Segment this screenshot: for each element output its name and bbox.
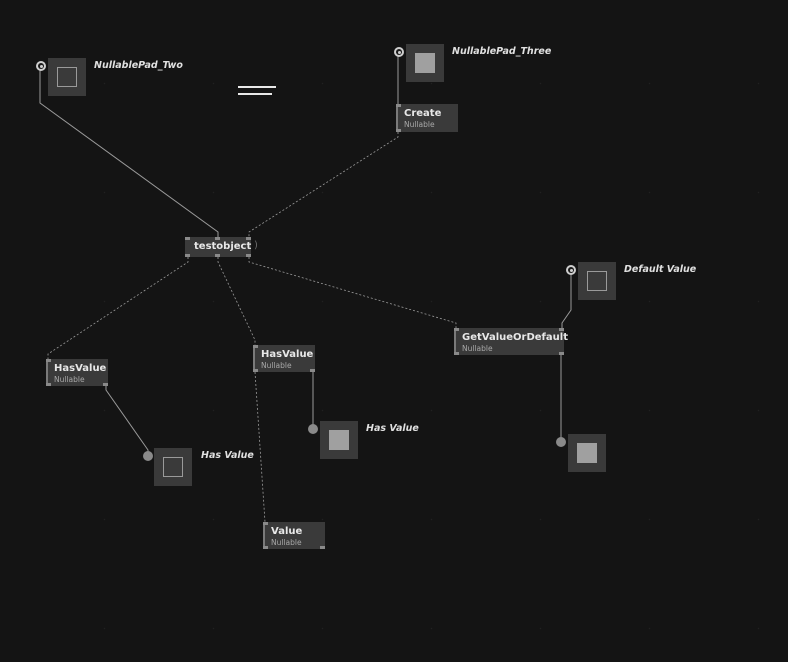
getvalue-output-socket[interactable] [556, 437, 566, 447]
testobject-output-pin-1[interactable] [185, 254, 190, 257]
create-node-title: Create [404, 108, 442, 119]
value-node[interactable]: Value Nullable [263, 522, 325, 549]
testobject-title: testobject [194, 241, 252, 252]
hasvalue-left-title: HasValue [54, 363, 107, 374]
filled-square-icon [415, 53, 435, 73]
nullable-pad-three[interactable] [406, 44, 444, 82]
nullable-pad-two[interactable] [48, 58, 86, 96]
wire-testobject-to-hasvalue-mid [217, 257, 256, 345]
hasvalue-left-input-pin-2[interactable] [46, 383, 51, 386]
testobject-output-pin-3[interactable] [246, 254, 251, 257]
has-value-mid-socket[interactable] [308, 424, 318, 434]
create-input-pin[interactable] [396, 104, 401, 107]
create-output-pin[interactable] [396, 129, 401, 132]
value-output-pin[interactable] [320, 546, 325, 549]
hasvalue-mid-node[interactable]: HasValue Nullable [253, 345, 315, 372]
node-edge [263, 524, 265, 547]
hasvalue-left-output-pin[interactable] [103, 383, 108, 386]
wire-testobject-to-value [254, 371, 266, 523]
empty-square-icon [587, 271, 607, 291]
nullable-pad-three-label: NullablePad_Three [452, 46, 552, 57]
hasvalue-mid-input-pin[interactable] [253, 345, 258, 348]
menu-lines-icon [238, 86, 276, 100]
wire-hasvalue-left-to-output [105, 386, 149, 456]
wire-default-to-getvalue [561, 270, 572, 328]
getvalueordefault-node[interactable]: GetValueOrDefault Nullable [454, 328, 568, 355]
default-value-ring-icon[interactable] [566, 265, 576, 275]
create-node[interactable]: Create Nullable [396, 104, 458, 132]
testobject-input-pin-1[interactable] [185, 237, 190, 240]
hasvalue-left-node[interactable]: HasValue Nullable [46, 359, 108, 386]
has-value-left-label: Has Value [201, 450, 254, 461]
has-value-mid-pad[interactable] [320, 421, 358, 459]
pad-two-ring-icon[interactable] [36, 61, 46, 71]
value-node-title: Value [271, 526, 303, 537]
getvalueordefault-output-pin[interactable] [559, 352, 564, 355]
testobject-input-pin-2[interactable] [215, 237, 220, 240]
node-edge [253, 347, 255, 370]
nullable-pad-two-label: NullablePad_Two [94, 60, 183, 71]
filled-square-icon [329, 430, 349, 450]
testobject-node[interactable]: testobject [185, 237, 251, 257]
value-input-pin-2[interactable] [263, 546, 268, 549]
value-node-subtitle: Nullable [271, 538, 302, 547]
getvalueordefault-title: GetValueOrDefault [462, 332, 568, 343]
has-value-left-socket[interactable] [143, 451, 153, 461]
empty-square-icon [163, 457, 183, 477]
hasvalue-mid-title: HasValue [261, 349, 314, 360]
hasvalue-left-input-pin[interactable] [46, 359, 51, 362]
testobject-output-pin-2[interactable] [215, 254, 220, 257]
wire-pad-two-to-testobject [39, 70, 219, 238]
default-value-label: Default Value [624, 264, 697, 275]
hasvalue-left-subtitle: Nullable [54, 375, 85, 384]
hasvalue-mid-input-pin-2[interactable] [253, 369, 258, 372]
testobject-input-pin-3[interactable] [246, 237, 251, 240]
node-edge [396, 106, 398, 130]
getvalue-output-pad[interactable] [568, 434, 606, 472]
getvalueordefault-input-pin-3[interactable] [454, 352, 459, 355]
has-value-left-pad[interactable] [154, 448, 192, 486]
has-value-mid-label: Has Value [366, 423, 419, 434]
hasvalue-mid-subtitle: Nullable [261, 361, 292, 370]
node-edge [46, 361, 48, 384]
wire-testobject-to-hasvalue-left [47, 257, 189, 359]
empty-square-icon [57, 67, 77, 87]
getvalueordefault-subtitle: Nullable [462, 344, 493, 353]
wire-create-to-testobject [248, 132, 399, 238]
pad-three-ring-icon[interactable] [394, 47, 404, 57]
default-value-pad[interactable] [578, 262, 616, 300]
value-input-pin[interactable] [263, 522, 268, 525]
wire-testobject-to-getvalue [248, 257, 457, 328]
testobject-collapse-icon[interactable]: ) [254, 240, 258, 251]
getvalueordefault-input-pin-1[interactable] [454, 328, 459, 331]
hasvalue-mid-output-pin[interactable] [310, 369, 315, 372]
node-edge [454, 330, 456, 353]
create-node-subtitle: Nullable [404, 120, 435, 129]
filled-square-icon [577, 443, 597, 463]
getvalueordefault-input-pin-2[interactable] [559, 328, 564, 331]
